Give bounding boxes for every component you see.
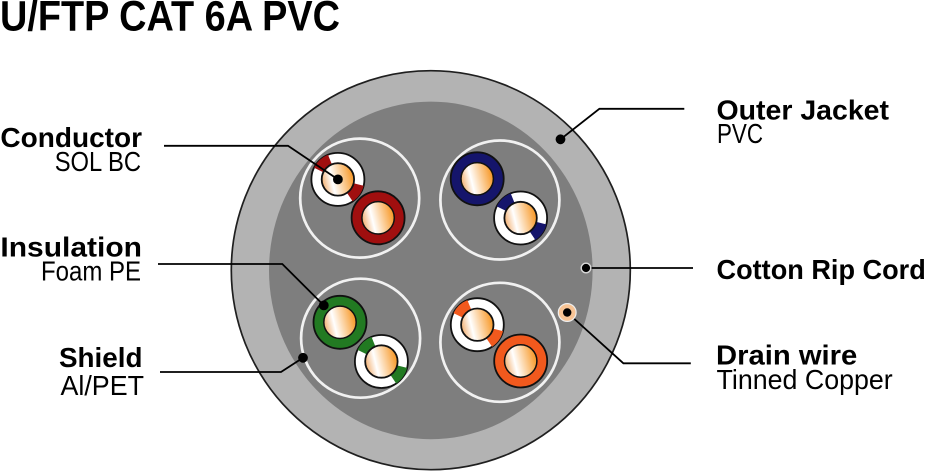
svg-text:Drain wire: Drain wire bbox=[716, 340, 857, 371]
svg-text:PVC: PVC bbox=[717, 118, 763, 149]
svg-text:SOL BC: SOL BC bbox=[55, 146, 141, 177]
svg-text:Tinned Copper: Tinned Copper bbox=[717, 364, 893, 395]
svg-text:U/FTP CAT 6A PVC: U/FTP CAT 6A PVC bbox=[0, 0, 340, 40]
svg-text:Conductor: Conductor bbox=[0, 122, 142, 153]
svg-text:Foam PE: Foam PE bbox=[41, 256, 141, 287]
svg-text:Cotton Rip Cord: Cotton Rip Cord bbox=[717, 254, 926, 285]
svg-text:Outer Jacket: Outer Jacket bbox=[717, 95, 890, 126]
svg-text:Insulation: Insulation bbox=[0, 232, 142, 263]
svg-text:Al/PET: Al/PET bbox=[61, 370, 145, 401]
svg-text:Shield: Shield bbox=[59, 342, 143, 373]
